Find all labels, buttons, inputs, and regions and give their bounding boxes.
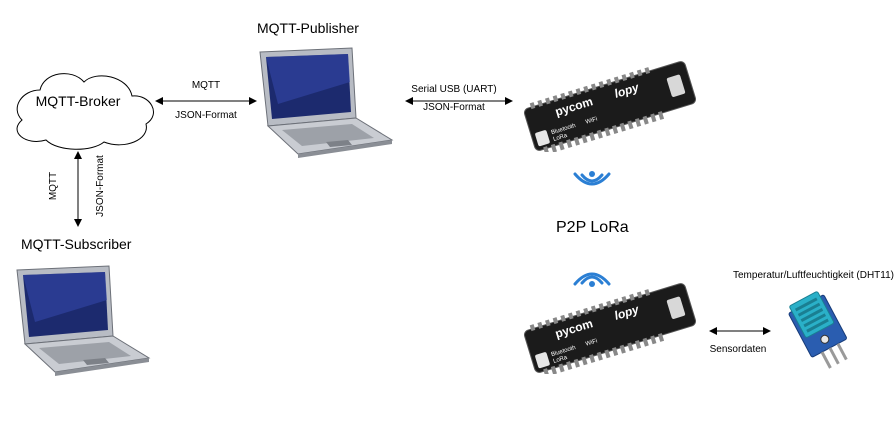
- wifi-icon: [573, 272, 611, 287]
- board-lora-label: LoRa: [553, 133, 569, 143]
- publisher-title: MQTT-Publisher: [257, 20, 359, 36]
- sensor-title: Temperatur/Luftfeuchtigkeit (DHT11): [733, 270, 894, 281]
- link-lopy-sensor-label: Sensordaten: [709, 344, 767, 355]
- board-lora-label: LoRa: [553, 355, 569, 365]
- link-broker-subscriber-left: MQTT: [48, 171, 59, 201]
- link-publisher-lopy-bottom: JSON-Format: [423, 102, 485, 113]
- subscriber-title: MQTT-Subscriber: [21, 236, 132, 252]
- dht11-sensor-icon: [788, 291, 848, 369]
- cloud-icon: [16, 73, 154, 150]
- link-broker-subscriber-right: JSON-Format: [95, 155, 106, 217]
- laptop-icon: [259, 47, 394, 158]
- laptop-icon: [16, 265, 151, 376]
- lopy-board-icon: pycom lopy Bluetooth WiFi LoRa: [523, 61, 697, 152]
- lopy-board-icon: pycom lopy Bluetooth WiFi LoRa: [523, 283, 697, 374]
- link-broker-publisher-bottom: JSON-Format: [175, 110, 237, 121]
- lora-label: P2P LoRa: [556, 219, 629, 236]
- link-broker-publisher-top: MQTT: [191, 80, 221, 91]
- wifi-icon: [573, 171, 611, 186]
- board-wifi-label: WiFi: [585, 116, 598, 125]
- broker-label: MQTT-Broker: [35, 93, 121, 109]
- link-publisher-lopy-top: Serial USB (UART): [411, 84, 497, 95]
- board-wifi-label: WiFi: [585, 338, 598, 347]
